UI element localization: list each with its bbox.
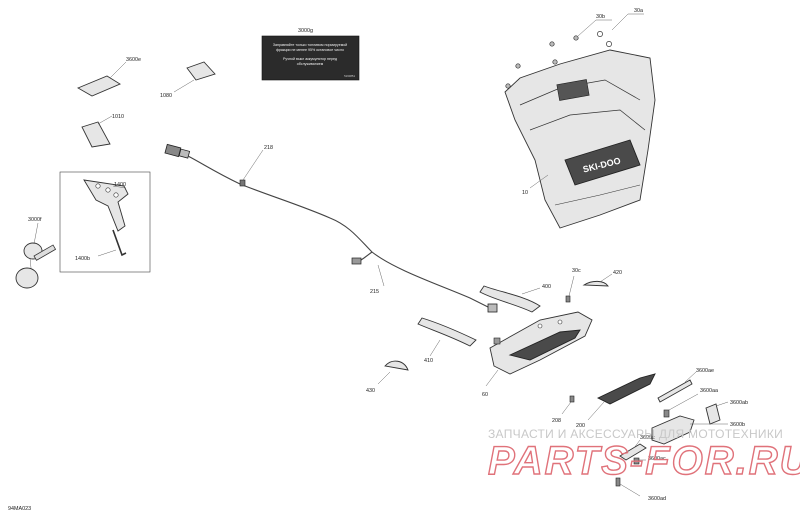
decal-text-line1: Заправляйте только топливом нормируемой — [273, 43, 347, 47]
label-410: 410 — [424, 358, 433, 364]
label-3600ab: 3600ab — [730, 400, 748, 406]
strip-3600ae[interactable] — [657, 379, 693, 403]
clip-218[interactable] — [239, 179, 246, 187]
decal-3600e[interactable] — [76, 75, 121, 97]
wiring-harness-215[interactable] — [164, 143, 498, 313]
label-430: 430 — [366, 388, 375, 394]
screw-3600ac[interactable] — [633, 457, 640, 465]
figure-code: 94MA023 — [8, 506, 31, 512]
screw-30c[interactable] — [565, 295, 571, 303]
bracket-3600ab[interactable] — [705, 403, 721, 425]
lens-420[interactable] — [582, 280, 609, 287]
tail-light-housing-60[interactable] — [489, 311, 593, 375]
label-215: 215 — [370, 289, 379, 295]
screw-3600aa[interactable] — [663, 409, 670, 418]
fastener-30b-group[interactable] — [505, 35, 579, 89]
label-3600aa: 3600aa — [700, 388, 718, 394]
lens-430[interactable] — [384, 360, 409, 371]
screw-208[interactable] — [569, 395, 575, 403]
decal-code: 5160851 — [344, 74, 355, 78]
screw-3600ad[interactable] — [615, 477, 621, 487]
label-60: 60 — [482, 392, 488, 398]
taillight-200[interactable] — [596, 373, 656, 405]
label-3600b: 3600b — [730, 422, 745, 428]
hood-vent-grille — [556, 79, 590, 101]
decal-1080[interactable] — [186, 61, 216, 81]
reflector-400[interactable] — [479, 285, 541, 313]
label-3600ae: 3600ae — [696, 368, 714, 374]
label-3600ac: 3600ac — [648, 456, 666, 462]
label-1080: 1080 — [160, 93, 172, 99]
decal-text-line4: обслуживанием — [297, 62, 324, 66]
label-218: 218 — [264, 145, 273, 151]
hood-brand-badge — [564, 139, 641, 186]
tool-kit-box: 1400 1400b — [59, 171, 151, 273]
watermark-tagline: ЗАПЧАСТИ И АКСЕССУАРЫ ДЛЯ МОТОТЕХНИКИ — [488, 427, 783, 441]
label-1010: 1010 — [112, 114, 124, 120]
decal-1010[interactable] — [81, 121, 111, 148]
label-3000f: 3000f — [28, 217, 42, 223]
label-30c: 30c — [572, 268, 581, 274]
label-1400: 1400 — [114, 182, 126, 188]
reflector-410[interactable] — [417, 317, 477, 347]
fastener-30a-group[interactable] — [597, 31, 612, 47]
label-400: 400 — [542, 284, 551, 290]
label-3600c: 3600c — [640, 435, 655, 441]
label-200: 200 — [576, 423, 585, 429]
plate-3600b[interactable] — [651, 415, 695, 445]
part-3600c[interactable] — [619, 443, 647, 461]
label-3600ad: 3600ad — [648, 496, 666, 502]
decal-3000g[interactable]: Заправляйте только топливом нормируемой … — [261, 35, 360, 81]
label-30a: 30a — [634, 8, 643, 14]
hood-panel-10[interactable]: SKI-DOO — [504, 49, 656, 229]
decal-text-line2: фракции не менее 95% октановое число — [276, 48, 344, 52]
label-1400b: 1400b — [75, 256, 90, 262]
label-208: 208 — [552, 418, 561, 424]
label-3000g: 3000g — [298, 28, 313, 34]
key-3000f[interactable] — [15, 242, 57, 289]
hex-key-1400b[interactable] — [112, 229, 127, 257]
label-3600e: 3600e — [126, 57, 141, 63]
decal-text-line3: Ручной выкл аккумулятор перед — [283, 57, 338, 61]
label-10: 10 — [522, 190, 528, 196]
label-420: 420 — [613, 270, 622, 276]
label-30b: 30b — [596, 14, 605, 20]
watermark-brand: PARTS-FOR.RU — [488, 439, 800, 483]
